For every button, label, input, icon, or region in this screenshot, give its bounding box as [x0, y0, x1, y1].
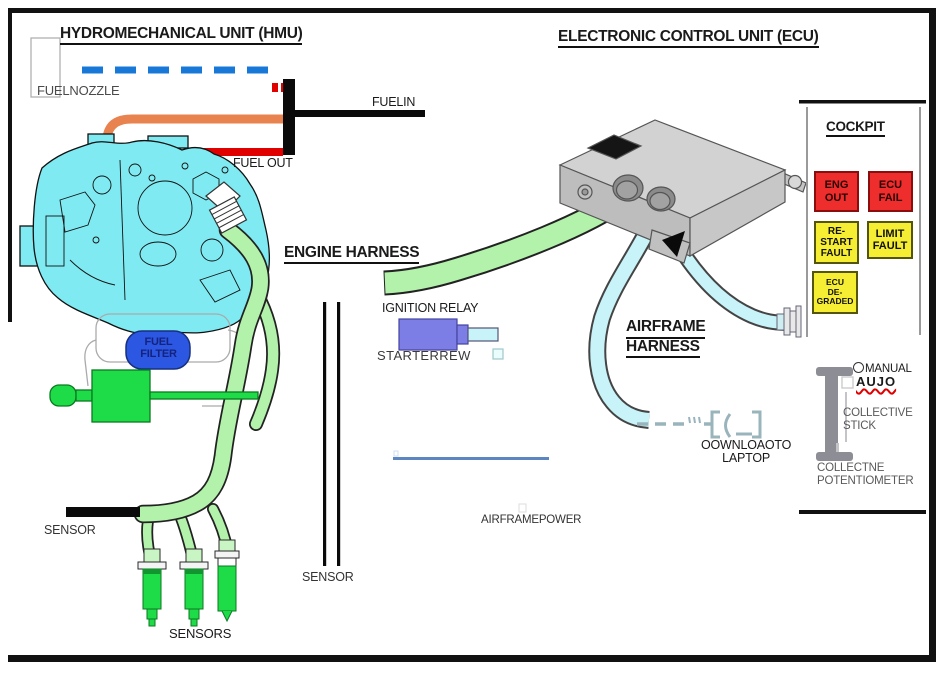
cockpit-panel-frame: [799, 100, 926, 514]
sensor-probes: [137, 539, 240, 627]
airframe-harness-title: AIRFRAME HARNESS: [626, 318, 706, 359]
ecu-degraded-indicator: ECU DE- GRADED: [812, 271, 858, 314]
engine-connector-graphic: [205, 181, 248, 234]
green-component-graphic: [49, 369, 259, 423]
auto-checkbox-glyph: [841, 376, 854, 389]
manual-option: MANUAL: [853, 362, 912, 375]
radio-icon: [853, 362, 864, 373]
cockpit-connector-graphic: [776, 305, 802, 338]
fuel-nozzle-graphic: [30, 37, 278, 98]
starter-label: STARTERREW: [377, 348, 471, 363]
ecu-fail-indicator: ECU FAIL: [868, 171, 913, 212]
fuel-in-label: FUELIN: [372, 95, 416, 109]
starter-box-glyph: [492, 348, 504, 360]
airframe-power-label: AIRFRAMEPOWER: [481, 514, 582, 526]
collective-potentiometer-label: COLLECTNE POTENTIOMETER: [817, 462, 914, 488]
download-laptop-label: OOWNLOAOTO LAPTOP: [701, 438, 792, 466]
ecu-harness-tubes: [383, 185, 790, 429]
airframe-power-line: [393, 450, 549, 513]
fuel-lines: [98, 79, 425, 156]
collective-stick-graphic: [816, 367, 853, 461]
ecu-title: ELECTRONIC CONTROL UNIT (ECU): [558, 28, 819, 49]
ignition-relay-label: IGNITION RELAY: [382, 301, 479, 315]
laptop-link-graphic: [637, 410, 762, 439]
ignition-relay-graphic: [398, 318, 499, 351]
collective-stick-label: COLLECTIVE STICK: [843, 407, 913, 433]
auto-label: AUJO: [856, 374, 897, 389]
engine-harness-title: ENGINE HARNESS: [284, 244, 420, 265]
sensor-probe: [137, 548, 167, 627]
manual-label: MANUAL: [865, 363, 912, 375]
fuel-nozzle-label: FUELNOZZLE: [37, 83, 120, 98]
cockpit-title: COCKPIT: [826, 119, 885, 138]
fuel-out-label: FUEL OUT: [233, 156, 293, 170]
ecu-box-graphic: [558, 119, 807, 264]
sensor-wires: [323, 302, 341, 566]
sensor-left-label: SENSOR: [44, 523, 96, 537]
hmu-title: HYDROMECHANICAL UNIT (HMU): [60, 25, 303, 46]
sensor-mid-label: SENSOR: [302, 570, 354, 584]
page-border: [8, 8, 936, 662]
hmu-engine-graphic: [19, 133, 271, 335]
eng-out-indicator: ENG OUT: [814, 171, 859, 212]
fuel-filter-label: FUEL FILTER: [140, 336, 177, 361]
fuel-filter-graphic: [125, 330, 191, 370]
sensor-bar: [66, 507, 140, 517]
limit-fault-indicator: LIMIT FAULT: [867, 221, 913, 259]
sensor-probe: [179, 548, 209, 627]
sensors-label: SENSORS: [169, 626, 232, 641]
restart-fault-indicator: RE- START FAULT: [814, 221, 859, 264]
sensor-probe: [214, 539, 240, 623]
